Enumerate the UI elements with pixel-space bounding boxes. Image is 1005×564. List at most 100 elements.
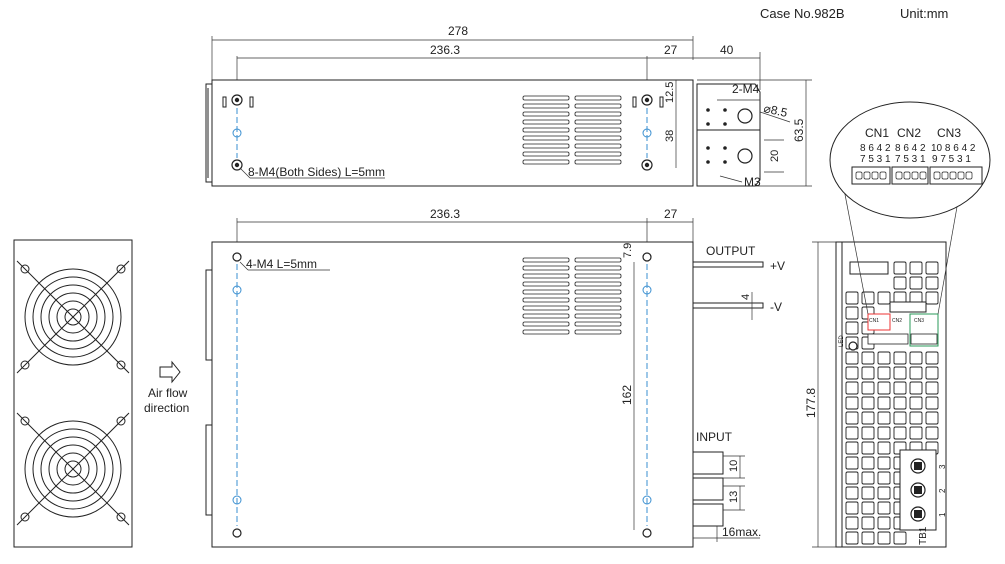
cn2-small: CN2 <box>892 318 902 324</box>
cn1-bottom-pins: 7 5 3 1 <box>860 154 891 165</box>
dim-13: 13 <box>728 491 740 503</box>
cn1-label: CN1 <box>865 126 889 140</box>
term-2: 2 <box>938 488 947 493</box>
vent-square <box>877 486 891 500</box>
vent-slot <box>574 289 622 295</box>
vent-square <box>925 366 939 380</box>
fan-view: Air flow direction <box>13 239 189 548</box>
vent-slot <box>522 313 570 319</box>
side-screw-label: 8-M4(Both Sides) L=5mm <box>248 165 385 179</box>
vent-slot <box>522 135 570 141</box>
vent-slot <box>522 119 570 125</box>
vent-square <box>893 531 907 545</box>
vent-square <box>877 471 891 485</box>
vent-square <box>861 516 875 530</box>
dim-10: 10 <box>728 460 740 472</box>
output-plus-pin <box>692 261 764 268</box>
vent-square <box>845 426 859 440</box>
vent-square <box>893 411 907 425</box>
cn2-top-pins: 8 6 4 2 <box>895 143 926 154</box>
vent-slot <box>522 127 570 133</box>
vent-square <box>845 456 859 470</box>
vent-square <box>925 351 939 365</box>
dim-4: 4 <box>740 294 752 300</box>
dim-12-5: 12.5 <box>664 82 676 103</box>
term-1: 1 <box>938 512 947 517</box>
vent-square <box>845 471 859 485</box>
connector-pin <box>895 171 903 180</box>
vent-square <box>909 351 923 365</box>
vent-square <box>845 531 859 545</box>
vent-square <box>861 456 875 470</box>
vent-square <box>861 501 875 515</box>
connector-pin <box>941 171 949 180</box>
vent-slot <box>574 257 622 263</box>
vent-square <box>909 381 923 395</box>
vent-square <box>877 366 891 380</box>
connector-pin <box>933 171 941 180</box>
vent-square <box>861 411 875 425</box>
vent-slot <box>574 127 622 133</box>
side-view: 177.8 CN1 CN2 CN3 LED 3 2 1 TB1 <box>804 241 947 548</box>
vent-square <box>861 531 875 545</box>
vent-square <box>893 276 907 290</box>
cn1-connector <box>851 166 891 185</box>
vent-square <box>845 486 859 500</box>
vent-square <box>861 486 875 500</box>
vent-slot <box>574 305 622 311</box>
vent-square <box>877 411 891 425</box>
dim-38: 38 <box>664 130 676 142</box>
vent-square <box>909 276 923 290</box>
vent-slot <box>574 159 622 165</box>
vent-square <box>893 366 907 380</box>
dim-40: 40 <box>720 43 734 57</box>
dim-162: 162 <box>620 385 634 405</box>
connector-pin <box>957 171 965 180</box>
vent-slot <box>522 305 570 311</box>
vent-square <box>893 381 907 395</box>
vent-square <box>861 396 875 410</box>
cn1-small: CN1 <box>869 318 879 324</box>
input-label: INPUT <box>696 430 733 444</box>
fan-bottom <box>16 412 130 526</box>
vent-square <box>861 441 875 455</box>
dim-27-top: 27 <box>664 43 678 57</box>
vent-square <box>845 501 859 515</box>
vent-square <box>925 381 939 395</box>
connector-pin <box>903 171 911 180</box>
vent-square <box>845 321 859 335</box>
dim-16max: 16max. <box>722 525 761 539</box>
dim-236-front: 236.3 <box>430 207 460 221</box>
cn1-cn2-marker <box>867 313 891 331</box>
vent-square <box>845 366 859 380</box>
vent-square <box>861 366 875 380</box>
airflow-line1: Air flow <box>148 386 188 400</box>
vent-slot <box>574 119 622 125</box>
connector-pin <box>911 171 919 180</box>
m3-label: M3 <box>744 175 761 189</box>
connector-pin <box>919 171 927 180</box>
vent-square <box>845 381 859 395</box>
vent-slot <box>574 135 622 141</box>
vent-slot <box>574 95 622 101</box>
front-vents <box>522 257 622 335</box>
vent-slot <box>574 329 622 335</box>
vent-square <box>861 351 875 365</box>
bracket-hole-dia: ⌀8.5 <box>762 101 789 120</box>
vent-square <box>877 441 891 455</box>
vent-square <box>845 291 859 305</box>
front-screw-label: 4-M4 L=5mm <box>246 257 317 271</box>
vent-slot <box>574 103 622 109</box>
dim-7-9: 7.9 <box>622 243 634 258</box>
airflow-line2: direction <box>144 401 189 415</box>
vent-slot <box>522 289 570 295</box>
dim-20: 20 <box>769 150 781 162</box>
plus-v-label: +V <box>770 259 785 273</box>
input-terminal-2 <box>692 477 724 501</box>
input-terminal-3 <box>692 503 724 527</box>
vent-slot <box>522 143 570 149</box>
connector-pin <box>863 171 871 180</box>
vent-square <box>877 501 891 515</box>
vent-slot <box>574 321 622 327</box>
vent-slot <box>522 103 570 109</box>
